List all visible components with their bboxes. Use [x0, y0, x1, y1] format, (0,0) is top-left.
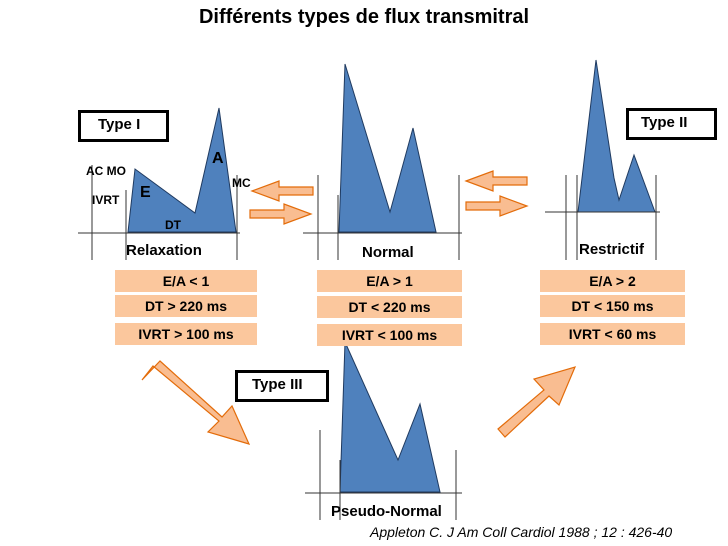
type-1-label: Type I: [98, 116, 141, 133]
waveform-pseudo-normal: [339, 341, 441, 493]
label-e-wave: E: [140, 184, 151, 201]
label-ivrt: IVRT: [92, 193, 120, 207]
arrow-down-right: [141, 360, 251, 445]
label-pseudo-normal: Pseudo-Normal: [331, 503, 442, 520]
label-normal: Normal: [362, 244, 414, 261]
criteria-relaxation-ivrt: IVRT > 100 ms: [115, 323, 257, 345]
arrow-left-2: [464, 170, 528, 192]
label-dt: DT: [165, 218, 181, 232]
arrow-left-1: [250, 180, 314, 202]
criteria-restrictif-ivrt: IVRT < 60 ms: [540, 323, 685, 345]
criteria-relaxation-ea: E/A < 1: [115, 270, 257, 292]
reference-citation: Appleton C. J Am Coll Cardiol 1988 ; 12 …: [370, 524, 673, 540]
arrow-right-1: [249, 203, 313, 225]
criteria-restrictif-ea: E/A > 2: [540, 270, 685, 292]
waveform-normal: [338, 63, 437, 233]
type-3-label: Type III: [252, 376, 303, 393]
page-title: Différents types de flux transmitral: [198, 6, 530, 28]
criteria-restrictif-dt: DT < 150 ms: [540, 295, 685, 317]
type-2-box: Type II: [626, 108, 717, 140]
label-relaxation: Relaxation: [126, 242, 202, 259]
label-ac-mo: AC MO: [86, 164, 126, 178]
type-2-label: Type II: [641, 114, 688, 131]
criteria-relaxation-dt: DT > 220 ms: [115, 295, 257, 317]
label-a-wave: A: [212, 150, 224, 167]
waveform-relaxation: [127, 107, 237, 233]
type-3-box: Type III: [235, 370, 329, 402]
criteria-normal-ea: E/A > 1: [317, 270, 462, 292]
label-mc: MC: [232, 176, 251, 190]
criteria-normal-ivrt: IVRT < 100 ms: [317, 324, 462, 346]
type-1-box: Type I: [78, 110, 169, 142]
arrow-up-right: [497, 366, 577, 438]
arrow-right-2: [465, 195, 529, 217]
label-restrictif: Restrictif: [579, 241, 645, 258]
criteria-normal-dt: DT < 220 ms: [317, 296, 462, 318]
